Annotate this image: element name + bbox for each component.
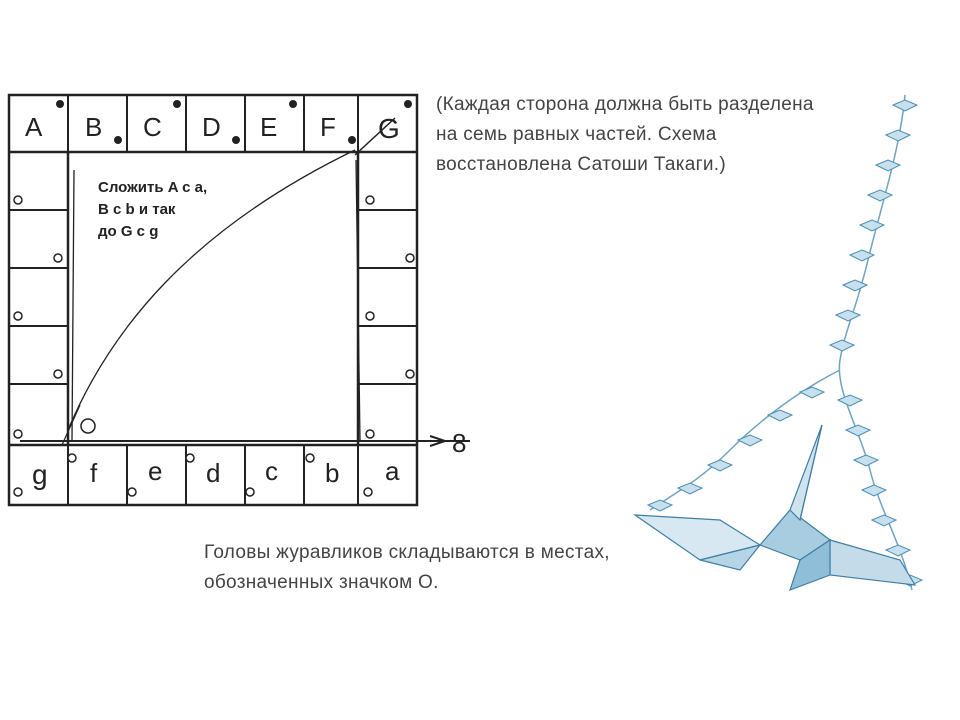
bottom-letter: a xyxy=(385,456,400,486)
head-fold-circle-marker xyxy=(80,418,96,434)
head-fold-circle-marker xyxy=(67,453,77,463)
bottom-letter: e xyxy=(148,456,162,486)
head-fold-circle-marker xyxy=(365,195,375,205)
fold-arrow-icon: 8 xyxy=(429,428,466,458)
small-crane-icon xyxy=(870,514,898,527)
small-crane-icon xyxy=(828,339,856,352)
large-crane-illustration xyxy=(632,424,917,592)
small-crane-icon xyxy=(891,99,919,112)
head-fold-circle-marker xyxy=(53,369,63,379)
head-fold-circle-marker xyxy=(363,487,373,497)
head-fold-circle-marker xyxy=(185,453,195,463)
instruction-line-1: Сложить A с a, xyxy=(98,179,207,196)
small-crane-icon xyxy=(866,189,894,202)
head-fold-circle-marker xyxy=(405,369,415,379)
small-crane-icon xyxy=(860,484,888,497)
crane-chain-illustration xyxy=(646,94,924,591)
caption-top: (Каждая сторона должна быть разделена на… xyxy=(436,94,814,175)
svg-text:8: 8 xyxy=(452,428,466,458)
caption-bottom: Головы журавликов складываются в местах,… xyxy=(204,542,610,593)
head-fold-circle-marker xyxy=(305,453,315,463)
small-crane-icon xyxy=(848,249,876,262)
small-crane-icon xyxy=(646,499,674,512)
head-fold-circle-marker xyxy=(13,311,23,321)
bottom-letter: f xyxy=(90,458,98,488)
small-crane-icon xyxy=(852,454,880,467)
fold-dot-marker xyxy=(348,136,356,144)
fold-dot-marker xyxy=(114,136,122,144)
fold-dot-marker xyxy=(232,136,240,144)
head-fold-circle-marker xyxy=(365,429,375,439)
head-fold-circle-marker xyxy=(245,487,255,497)
small-crane-icon xyxy=(884,129,912,142)
head-fold-circle-marker xyxy=(13,487,23,497)
small-crane-icon xyxy=(736,434,764,447)
top-letter: B xyxy=(85,112,102,142)
fold-dot-marker xyxy=(173,100,181,108)
small-crane-icon xyxy=(676,482,704,495)
top-letter: C xyxy=(143,112,162,142)
small-crane-icon xyxy=(858,219,886,232)
fold-dot-marker xyxy=(289,100,297,108)
bottom-letter: g xyxy=(32,459,48,490)
head-fold-circle-marker xyxy=(13,195,23,205)
small-crane-icon xyxy=(798,386,826,399)
fold-instruction: Сложить A с a, B c b и так до G c g xyxy=(98,179,207,240)
small-crane-icon xyxy=(884,544,912,557)
small-crane-icon xyxy=(841,279,869,292)
small-crane-icon xyxy=(874,159,902,172)
top-letter: G xyxy=(378,113,400,144)
bottom-letter: c xyxy=(265,456,278,486)
head-fold-circle-marker xyxy=(127,487,137,497)
head-fold-circle-marker xyxy=(13,429,23,439)
fold-dot-marker xyxy=(56,100,64,108)
bottom-letter: b xyxy=(325,458,339,488)
top-letter: E xyxy=(260,112,277,142)
head-fold-circle-marker xyxy=(53,253,63,263)
small-crane-icon xyxy=(706,459,734,472)
small-crane-icon xyxy=(834,309,862,322)
fold-dot-marker xyxy=(404,100,412,108)
bottom-letter: d xyxy=(206,458,220,488)
head-fold-circle-marker xyxy=(405,253,415,263)
instruction-line-2: B c b и так xyxy=(98,201,176,218)
top-letter: F xyxy=(320,112,336,142)
small-crane-icon xyxy=(836,394,864,407)
head-fold-circle-marker xyxy=(365,311,375,321)
small-crane-icon xyxy=(766,409,794,422)
small-crane-icon xyxy=(844,424,872,437)
instruction-line-3: до G c g xyxy=(98,223,158,240)
top-letter: D xyxy=(202,112,221,142)
top-letter: A xyxy=(25,112,43,142)
